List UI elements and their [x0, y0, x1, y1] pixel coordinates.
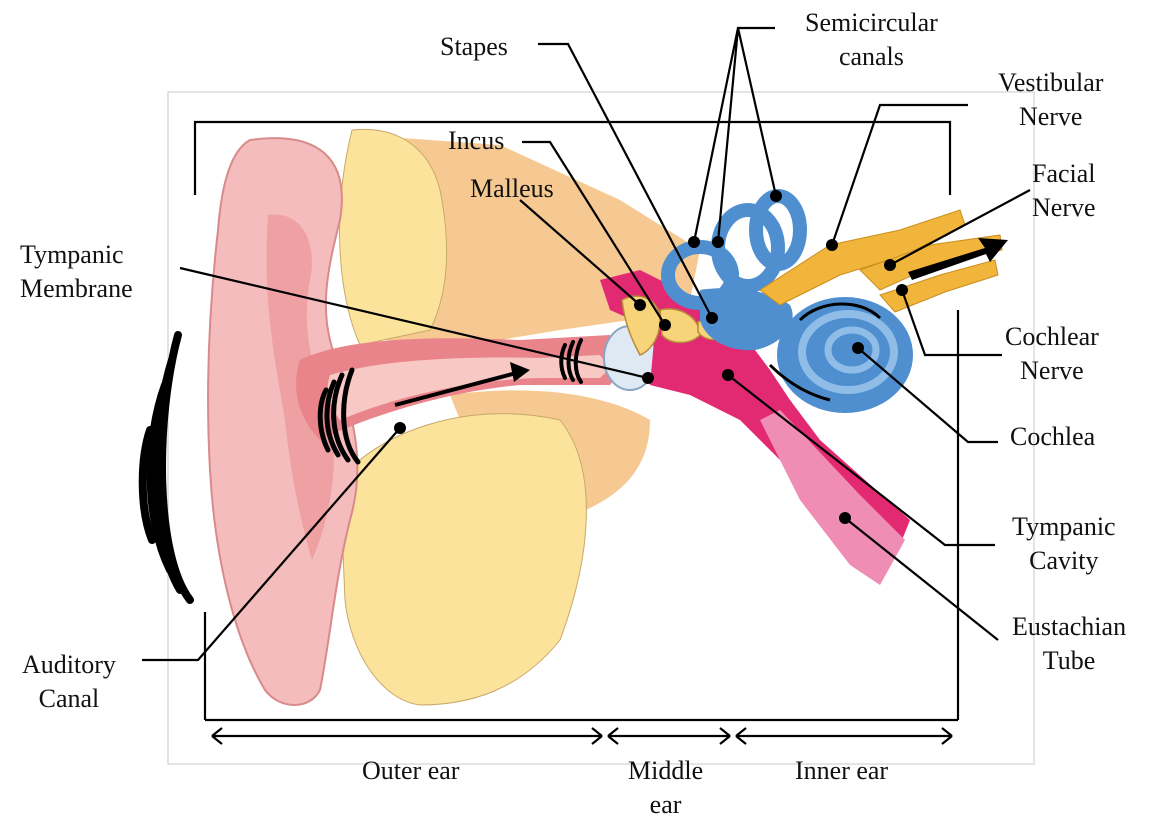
- semicircular-dot-1: [688, 236, 700, 248]
- eustachian-line-2: Tube: [1012, 644, 1126, 678]
- stapes-label: Stapes: [440, 30, 508, 64]
- eustachian-dot: [839, 512, 851, 524]
- tympanic-membrane-line-2: Membrane: [20, 272, 133, 306]
- inner-ear-label: Inner ear: [795, 754, 888, 788]
- semicircular-line-1: Semicircular: [805, 6, 938, 40]
- incus-label: Incus: [448, 124, 504, 158]
- vestibular-dot: [826, 239, 838, 251]
- facial-line-2: Nerve: [1032, 191, 1096, 225]
- tympanic-cavity-label: Tympanic Cavity: [1012, 510, 1116, 578]
- cochlea-dot: [852, 342, 864, 354]
- cochlear-nerve-dot: [896, 284, 908, 296]
- vestibular-line-1: Vestibular: [998, 66, 1103, 100]
- eustachian-line-1: Eustachian: [1012, 610, 1126, 644]
- semicircular-dot-3: [770, 190, 782, 202]
- facial-nerve-label: Facial Nerve: [1032, 157, 1096, 225]
- auditory-canal-label: Auditory Canal: [22, 648, 116, 716]
- tympanic-cavity-dot: [722, 369, 734, 381]
- tympanic-membrane-dot: [642, 372, 654, 384]
- malleus-label: Malleus: [470, 172, 554, 206]
- facial-dot: [884, 259, 896, 271]
- auditory-canal-dot: [394, 422, 406, 434]
- tympanic-cavity-line-1: Tympanic: [1012, 510, 1116, 544]
- stapes-dot: [706, 312, 718, 324]
- middle-ear-line-2: ear: [628, 788, 703, 822]
- middle-ear-label: Middle ear: [628, 754, 703, 822]
- tympanic-cavity-line-2: Cavity: [1012, 544, 1116, 578]
- incus-dot: [659, 319, 671, 331]
- eustachian-tube-label: Eustachian Tube: [1012, 610, 1126, 678]
- semicircular-dot-2: [712, 236, 724, 248]
- malleus-dot: [634, 299, 646, 311]
- tympanic-membrane-line-1: Tympanic: [20, 238, 133, 272]
- tympanic-membrane-label: Tympanic Membrane: [20, 238, 133, 306]
- vestibular-line-2: Nerve: [998, 100, 1103, 134]
- auditory-line-2: Canal: [22, 682, 116, 716]
- outer-ear-label: Outer ear: [362, 754, 459, 788]
- semicircular-line-2: canals: [805, 40, 938, 74]
- semicircular-canals-label: Semicircular canals: [805, 6, 938, 74]
- cochlea-label: Cochlea: [1010, 420, 1095, 454]
- cochlear-nerve-label: Cochlear Nerve: [1005, 320, 1099, 388]
- cochlear-line-1: Cochlear: [1005, 320, 1099, 354]
- facial-line-1: Facial: [1032, 157, 1096, 191]
- middle-ear-line-1: Middle: [628, 754, 703, 788]
- auditory-line-1: Auditory: [22, 648, 116, 682]
- cochlear-line-2: Nerve: [1005, 354, 1099, 388]
- vestibular-nerve-label: Vestibular Nerve: [998, 66, 1103, 134]
